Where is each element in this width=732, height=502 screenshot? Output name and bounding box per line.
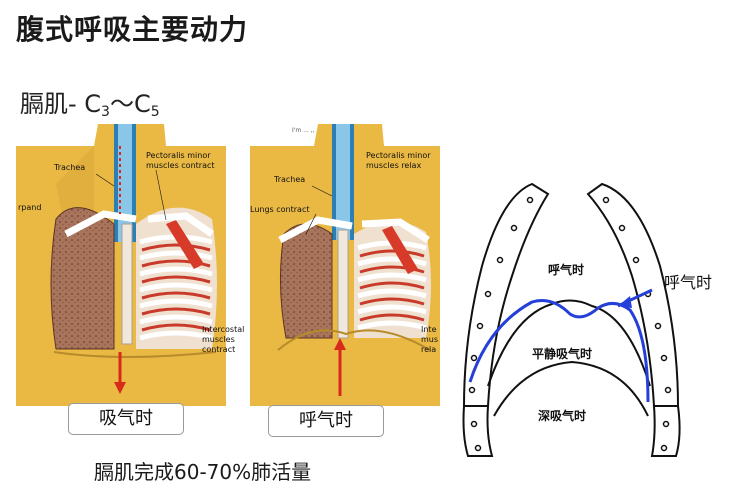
slide-title: 腹式呼吸主要动力 (16, 13, 249, 46)
exhale-inter-label-3: rela (421, 345, 436, 354)
subtitle-main: 膈肌- C (20, 90, 102, 118)
slide-subtitle: 膈肌- C3～C5 (20, 84, 160, 120)
exhale-inter-label-2: mus (421, 335, 438, 344)
exhale-label-box: 呼气时 (268, 405, 384, 437)
slide-caption: 膈肌完成60-70%肺活量 (94, 460, 312, 484)
exhale-trachea-label: Trachea (273, 175, 305, 184)
inhale-figure: I'm ... ,, ,,, Trachea rpand Pectoralis … (16, 124, 322, 406)
exhale-lungs-label: Lungs contract (250, 205, 309, 214)
deep-inhale-label: 深吸气时 (538, 408, 586, 423)
inhale-label-box: 吸气时 (68, 403, 184, 435)
inhale-expand-label: rpand (18, 203, 41, 212)
subtitle-subscript-end: 5 (150, 104, 160, 120)
diaphragm-diagram: 呼气时 呼气时 平静吸气时 深吸气时 (462, 182, 712, 457)
calm-inhale-label: 平静吸气时 (532, 346, 592, 361)
exhale-figure: Trachea Lungs contract Pectoralis minor … (250, 124, 440, 406)
inhale-pectoralis-label-1: Pectoralis minor (146, 151, 211, 160)
chest-illustration: I'm ... ,, ,,, Trachea rpand Pectoralis … (16, 124, 440, 406)
exhale-outer-label: 呼气时 (664, 273, 712, 292)
exhale-pectoralis-label-1: Pectoralis minor (366, 151, 431, 160)
subtitle-range: ～C (109, 90, 151, 118)
inhale-intercostal-label-1: Intercostal (202, 325, 244, 334)
inhale-intercostal-label-3: contract (202, 345, 235, 354)
inhale-tiny-header: I'm ... ,, ,,, (292, 127, 322, 134)
inhale-trachea-label: Trachea (53, 163, 85, 172)
exhale-pectoralis-label-2: muscles relax (366, 161, 421, 170)
subtitle-subscript-start: 3 (101, 104, 110, 120)
exhale-inner-label: 呼气时 (548, 262, 584, 277)
exhale-inter-label-1: Inte (421, 325, 437, 334)
inhale-intercostal-label-2: muscles (202, 335, 235, 344)
inhale-pectoralis-label-2: muscles contract (146, 161, 215, 170)
